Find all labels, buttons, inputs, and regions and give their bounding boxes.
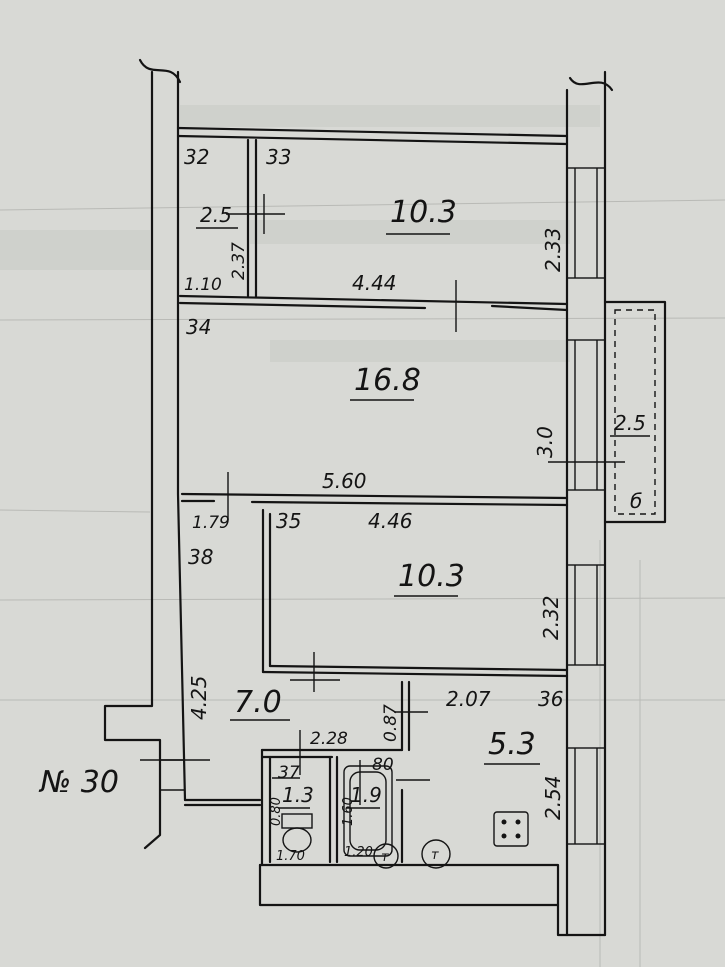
dim-2-32: 2.32 xyxy=(539,595,563,640)
sink-letter: т xyxy=(381,850,389,865)
dim-4-25: 4.25 xyxy=(187,675,211,720)
dim-2-33: 2.33 xyxy=(541,227,565,272)
toilet-icon xyxy=(281,813,313,853)
dim-1-79: 1.79 xyxy=(192,513,230,533)
dim-1-10: 1.10 xyxy=(184,275,222,295)
area-room-34: 16.8 xyxy=(354,363,421,398)
room-areas: 2.5 10.3 16.8 10.3 7.0 1.3 1.9 5.3 2.5 xyxy=(196,195,650,809)
area-room-38: 7.0 xyxy=(234,685,282,720)
room-number-38: 38 xyxy=(188,545,213,569)
dim-3-0: 3.0 xyxy=(533,426,557,458)
dim-1-60: 1.60 xyxy=(341,797,356,826)
area-balcony: 2.5 xyxy=(614,411,646,435)
area-room-bath: 1.9 xyxy=(350,783,382,807)
fixtures: т т xyxy=(281,765,529,869)
dim-4-46: 4.46 xyxy=(368,509,413,533)
stove-icon xyxy=(493,811,529,847)
room-number-33: 33 xyxy=(266,145,291,169)
bathtub-icon xyxy=(343,765,393,857)
apartment-number: № 30 xyxy=(38,765,119,800)
windows xyxy=(160,167,606,845)
room-number-34: 34 xyxy=(186,315,211,339)
room-number-bath: 80 xyxy=(372,755,394,775)
dim-2-37: 2.37 xyxy=(229,242,249,280)
area-room-33: 10.3 xyxy=(390,195,457,230)
area-room-32: 2.5 xyxy=(200,203,232,227)
room-number-37: 37 xyxy=(278,763,300,783)
dimension-labels: 1.10 2.37 4.44 2.33 3.0 5.60 1.79 4.46 2… xyxy=(184,227,565,864)
dim-1-20: 1.20 xyxy=(344,845,373,860)
area-room-36: 5.3 xyxy=(488,727,536,762)
dim-2-07: 2.07 xyxy=(446,687,491,711)
balcony-outline xyxy=(603,300,667,524)
room-number-35: 35 xyxy=(276,509,301,533)
balcony-letter: б xyxy=(630,489,642,513)
sink-icon: т xyxy=(373,843,399,869)
heater-letter: т xyxy=(431,848,439,863)
background-print xyxy=(0,105,725,967)
dim-0-87: 0.87 xyxy=(381,704,401,742)
room-numbers: 32 33 34 35 38 37 80 36 б xyxy=(184,145,642,783)
area-room-37: 1.3 xyxy=(282,783,314,807)
dim-0-80: 0.80 xyxy=(269,797,284,826)
water-heater-icon: т xyxy=(421,839,451,869)
area-room-35: 10.3 xyxy=(398,559,465,594)
room-number-32: 32 xyxy=(184,145,209,169)
dim-1-70: 1.70 xyxy=(276,849,305,864)
dim-2-54: 2.54 xyxy=(541,775,565,820)
dim-2-28: 2.28 xyxy=(310,729,348,749)
dim-4-44: 4.44 xyxy=(352,271,397,295)
tick-marks xyxy=(140,194,625,805)
room-number-36: 36 xyxy=(538,687,563,711)
dim-5-60: 5.60 xyxy=(322,469,367,493)
